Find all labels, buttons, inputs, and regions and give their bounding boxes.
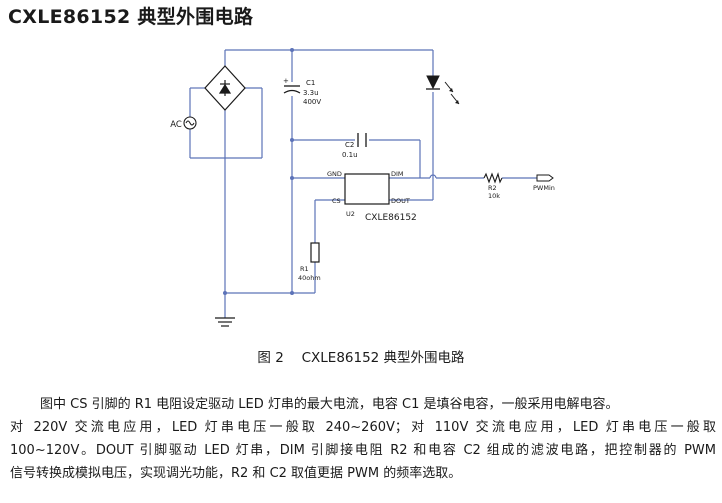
paragraph-line: 对 220V 交流电应用，LED 灯串电压一般取 240~260V；对 110V…	[10, 420, 716, 435]
capacitor-c1: + C1 3.3u 400V	[283, 77, 321, 106]
pin-cs-label: CS	[332, 197, 341, 205]
pwm-label: PWMin	[533, 184, 555, 192]
ic-cxle86152: GND DIM CS DOUT U2 CXLE86152	[327, 170, 417, 223]
ac-source: AC	[170, 116, 197, 130]
r2-name: R2	[488, 184, 497, 192]
wires	[189, 49, 537, 318]
paragraph-line: 信号转换成模拟电压，实现调光功能，R2 和 C2 取值更据 PWM 的频率选取。	[10, 466, 462, 481]
page-heading: CXLE86152 典型外围电路	[8, 6, 254, 28]
resistor-r1: R1 40ohm	[298, 242, 321, 282]
ground-symbol	[215, 317, 235, 327]
svg-text:+: +	[283, 77, 289, 85]
resistor-r2: R2 10k	[483, 172, 503, 200]
r1-value: 40ohm	[298, 274, 321, 282]
paragraph-line: 图中 CS 引脚的 R1 电阻设定驱动 LED 灯串的最大电流，电容 C1 是填…	[40, 397, 619, 412]
ic-part: CXLE86152	[365, 213, 417, 223]
pin-dim-label: DIM	[391, 170, 404, 178]
figure-caption: 图 2 CXLE86152 典型外围电路	[257, 350, 465, 366]
pin-dout-label: DOUT	[391, 197, 410, 205]
ac-label: AC	[170, 120, 182, 130]
pwm-input-connector: PWMin	[533, 174, 555, 192]
pin-gnd-label: GND	[327, 170, 342, 178]
bridge-rectifier	[204, 65, 246, 111]
ic-ref: U2	[346, 210, 355, 218]
c2-value: 0.1u	[342, 151, 358, 159]
paragraph-line: 100~120V。DOUT 引脚驱动 LED 灯串，DIM 引脚接电阻 R2 和…	[10, 443, 716, 458]
circuit-schematic: AC + C1 3.3u 400V C2 0.1u GND DIM CS DOU…	[170, 48, 555, 327]
description-paragraph: 图中 CS 引脚的 R1 电阻设定驱动 LED 灯串的最大电流，电容 C1 是填…	[10, 393, 716, 485]
c1-name: C1	[306, 79, 315, 87]
c1-voltage: 400V	[303, 98, 321, 106]
capacitor-c2: C2 0.1u	[342, 133, 367, 159]
junction-dots	[223, 48, 294, 295]
r1-name: R1	[300, 265, 309, 273]
c2-name: C2	[345, 141, 354, 149]
c1-value: 3.3u	[303, 89, 319, 97]
led	[426, 75, 460, 105]
r2-value: 10k	[488, 192, 500, 200]
